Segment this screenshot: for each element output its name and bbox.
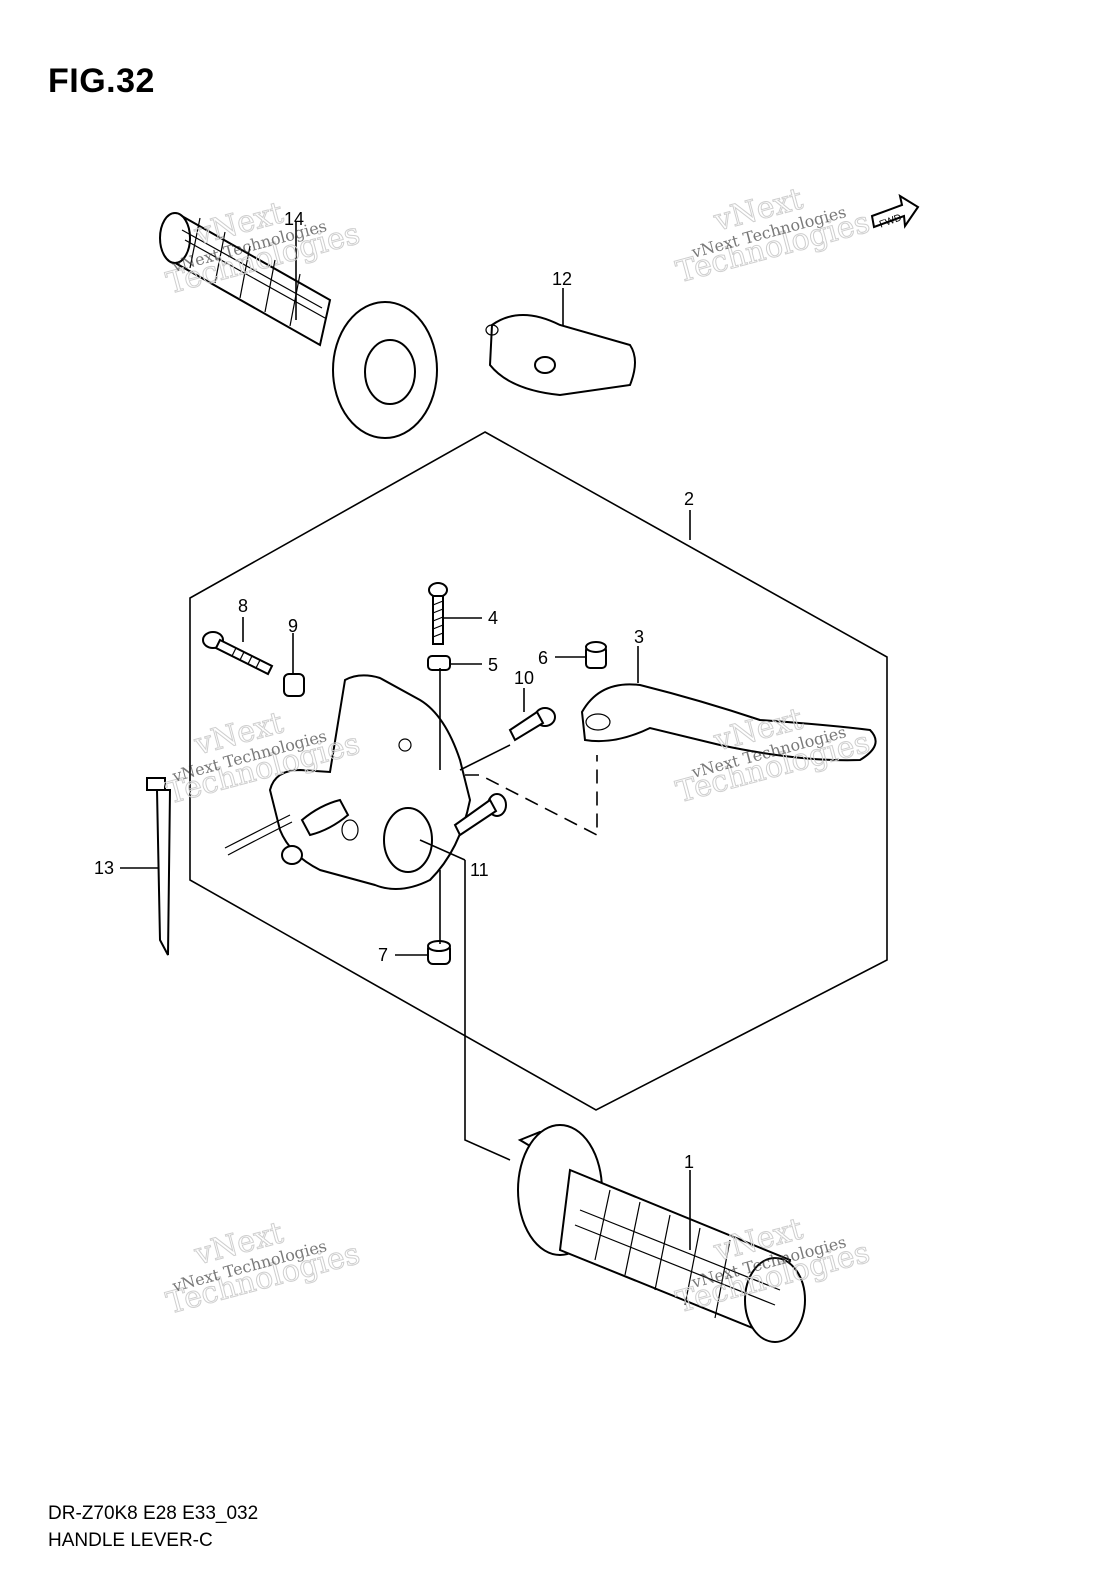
callout-6: 6 [538, 648, 548, 668]
callout-11: 11 [470, 860, 489, 880]
collar-part [585, 641, 607, 669]
callout-labels: 1 2 3 4 5 6 7 8 9 10 11 12 13 14 [94, 209, 694, 1172]
long-bolt-part [202, 631, 274, 676]
callout-1: 1 [684, 1152, 694, 1172]
leader-lines [120, 222, 691, 1250]
callout-2: 2 [684, 489, 694, 509]
callout-9: 9 [288, 616, 298, 636]
grip-right-part [517, 1124, 806, 1343]
figure-title: FIG.32 [48, 62, 155, 100]
figure-code: DR-Z70K8 E28 E33_032 [48, 1503, 259, 1524]
callout-5: 5 [488, 655, 498, 675]
figure-name: HANDLE LEVER-C [48, 1530, 213, 1551]
bolt-part [428, 582, 448, 645]
pivot-bolt-part [453, 793, 507, 837]
throttle-housing-part [485, 314, 636, 397]
screw-part [508, 707, 556, 742]
grip-left-part [159, 212, 438, 439]
assembly-outline [189, 431, 888, 1111]
callout-3: 3 [634, 627, 644, 647]
nut-part [283, 673, 305, 697]
fwd-arrow-icon: FWD [870, 193, 920, 231]
lock-nut-part [427, 940, 451, 965]
washer-part [427, 655, 451, 671]
lever-bracket-part [224, 674, 472, 890]
callout-8: 8 [238, 596, 248, 616]
callout-10: 10 [514, 668, 534, 688]
callout-13: 13 [94, 858, 114, 878]
callout-12: 12 [552, 269, 572, 289]
lever-part [580, 683, 877, 762]
cable-tie-part [146, 777, 172, 956]
callout-7: 7 [378, 945, 388, 965]
callout-4: 4 [488, 608, 498, 628]
callout-14: 14 [284, 209, 304, 229]
